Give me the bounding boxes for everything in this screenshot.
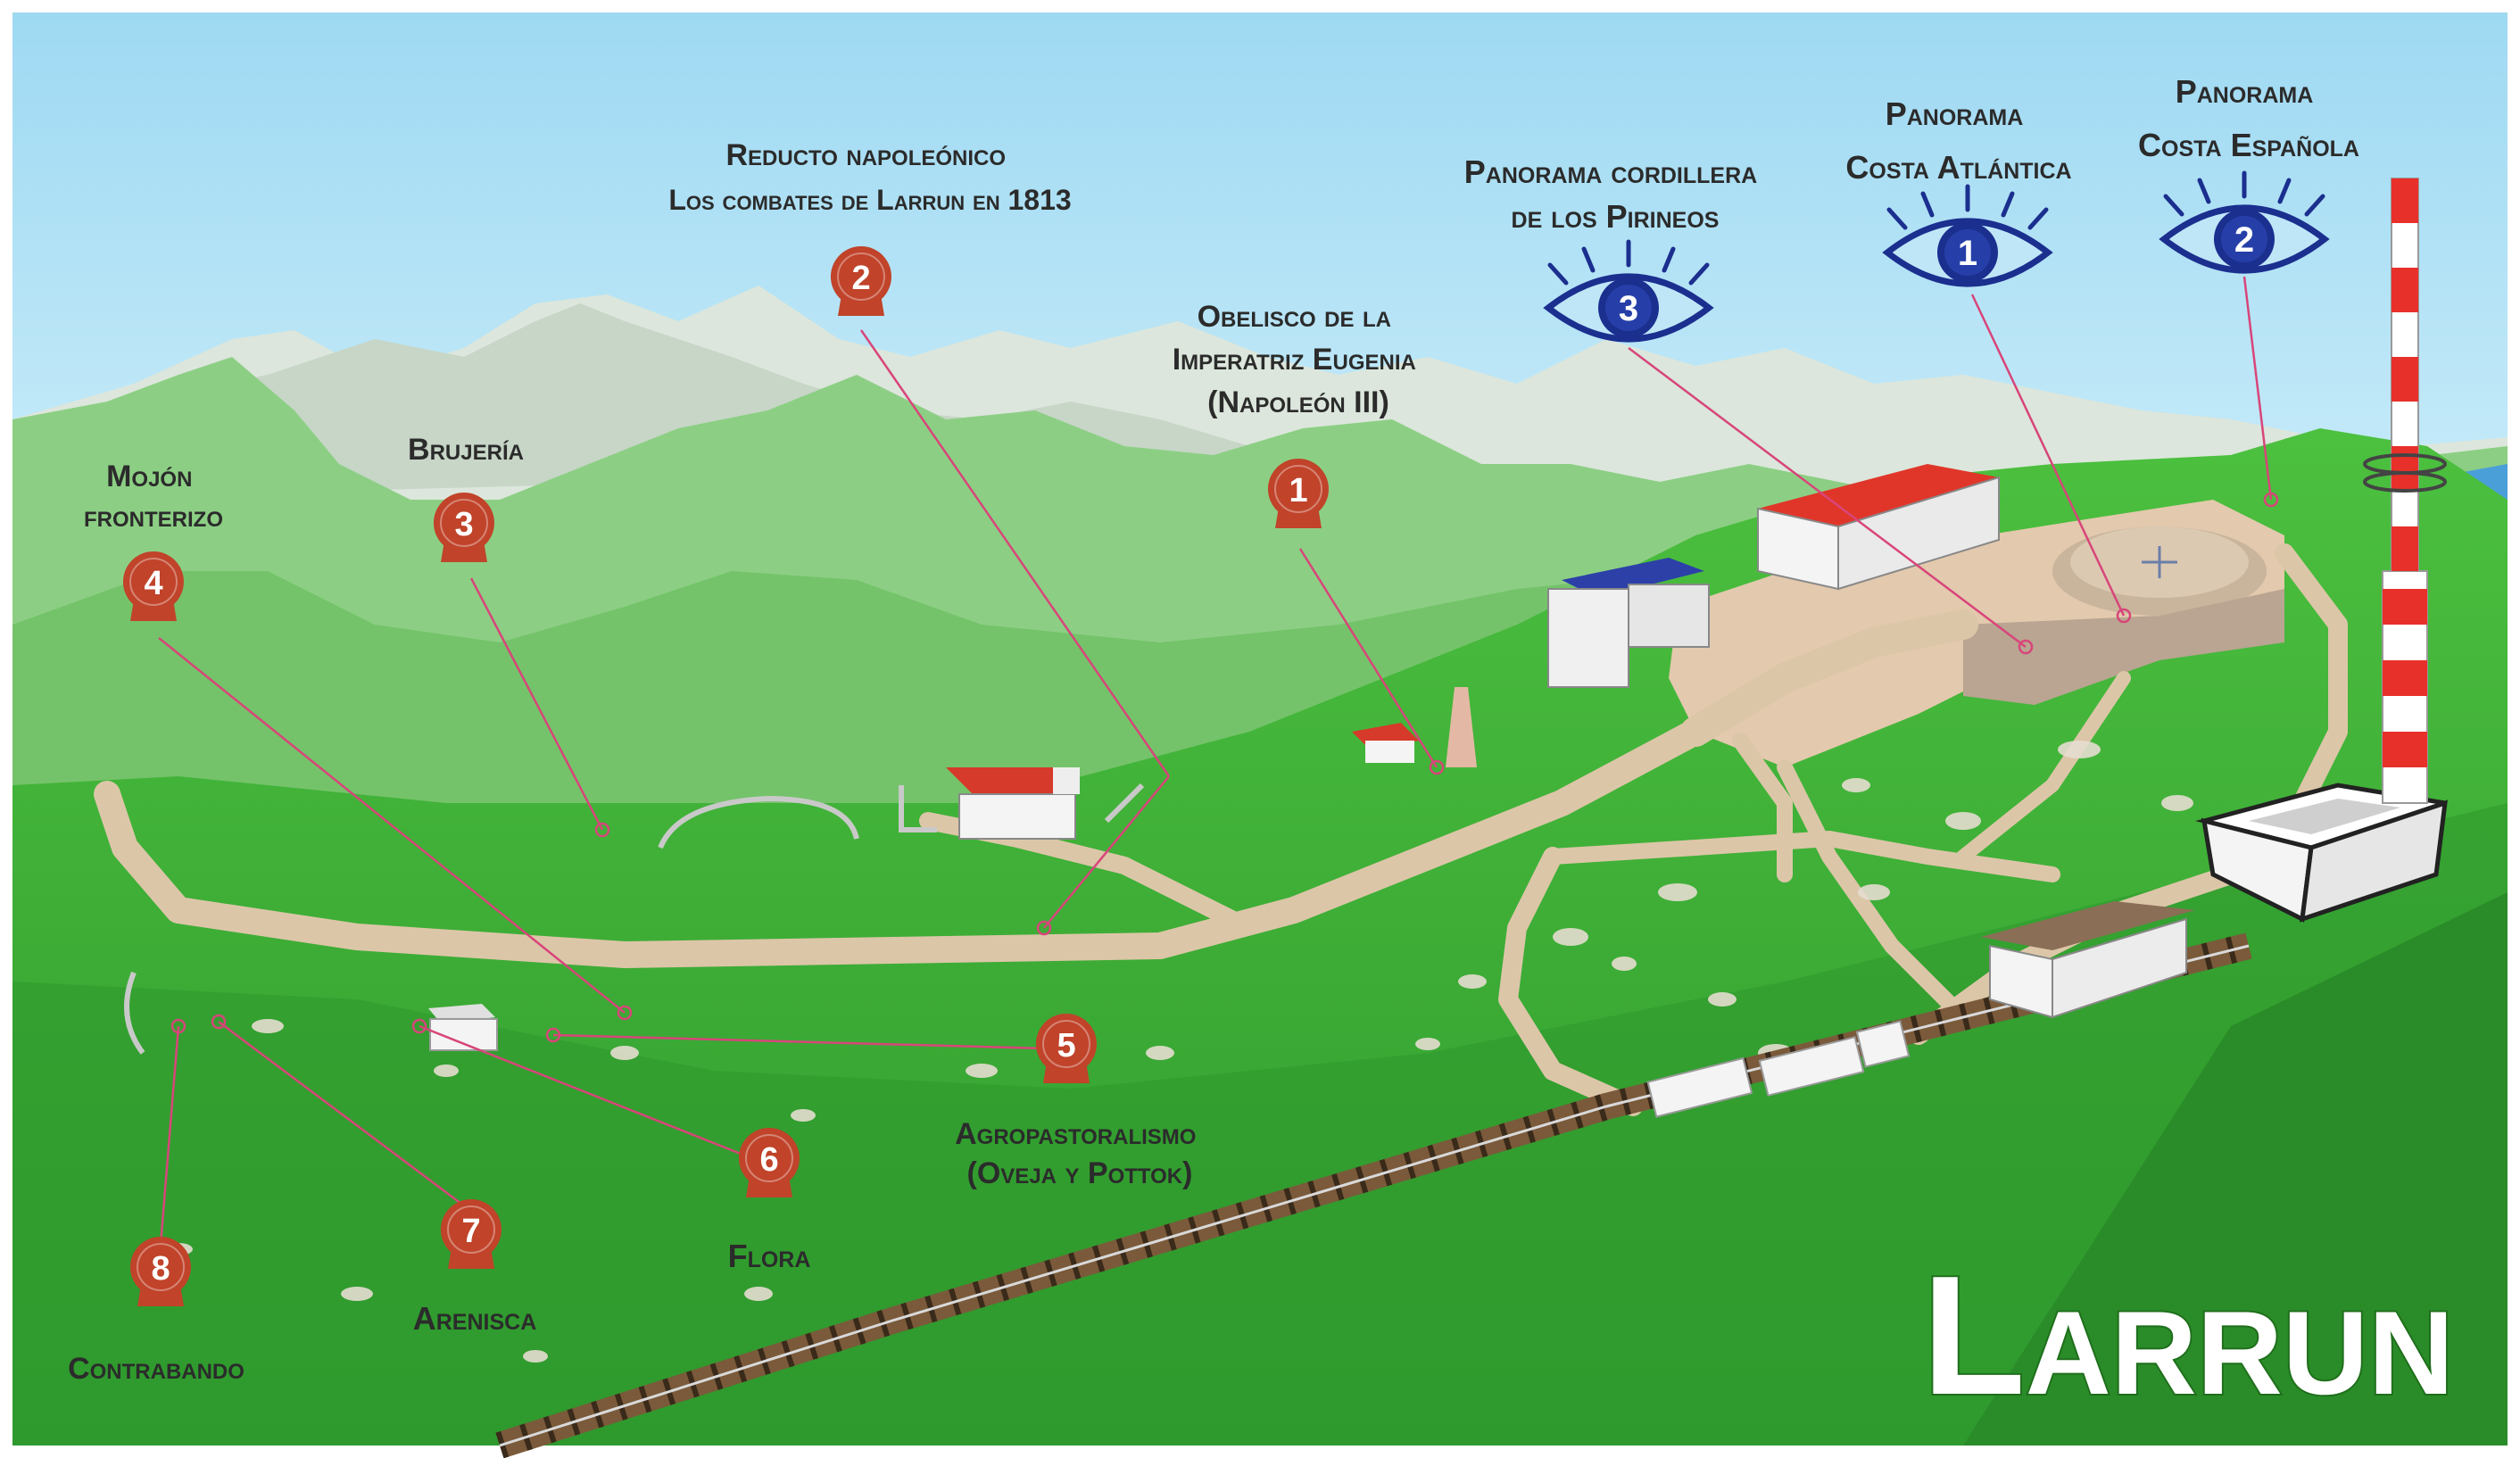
marker-6[interactable]: 6: [737, 1127, 800, 1198]
panorama-1[interactable]: 1: [1887, 186, 2048, 284]
buildings: [428, 464, 2448, 1118]
marker-5-label: Agropastoralismo (Oveja y Pottok): [955, 1117, 1205, 1190]
map-title: Larrun: [1922, 1241, 2454, 1430]
marker-1-number: 1: [1289, 472, 1307, 509]
panorama-3-number: 3: [1619, 289, 1638, 328]
panorama-1-number: 1: [1958, 234, 1977, 273]
panorama-3[interactable]: 3: [1548, 242, 1709, 339]
marker-3[interactable]: 3: [432, 492, 495, 563]
marker-3-label: Brujería: [408, 433, 524, 467]
marker-4-number: 4: [144, 565, 162, 602]
marker-5[interactable]: 5: [1034, 1013, 1098, 1084]
marker-2[interactable]: 2: [829, 245, 892, 317]
panorama-2-number: 2: [2234, 220, 2254, 260]
marker-7-number: 7: [461, 1213, 480, 1250]
transmitter-tower: [2363, 178, 2447, 804]
marker-6-label: Flora: [728, 1238, 811, 1274]
stone-structures: [124, 783, 1145, 1055]
marker-3-number: 3: [454, 506, 473, 543]
marker-8-label: Contrabando: [68, 1352, 245, 1386]
panorama-2[interactable]: 2: [2164, 173, 2325, 270]
marker-4-label: Mojón fronterizo: [84, 460, 223, 534]
panorama-1-label: Panorama Costa Atlántica: [1845, 95, 2071, 186]
marker-1-label: Obelisco de la Imperatriz Eugenia (Napol…: [1173, 300, 1425, 419]
marker-5-number: 5: [1057, 1027, 1075, 1065]
marker-8[interactable]: 8: [128, 1236, 192, 1307]
marker-7[interactable]: 7: [439, 1198, 502, 1270]
panorama-2-label: Panorama Costa Española: [2138, 73, 2359, 163]
panorama-3-label: Panorama cordillera de los Pirineos: [1464, 153, 1766, 235]
marker-2-label: Reducto napoleónico Los combates de Larr…: [668, 138, 1071, 216]
marker-1[interactable]: 1: [1266, 458, 1330, 529]
marker-8-number: 8: [151, 1250, 170, 1288]
marker-2-number: 2: [851, 260, 870, 297]
marker-7-label: Arenisca: [413, 1300, 537, 1337]
leader-lines: [158, 276, 2279, 1246]
marker-4[interactable]: 4: [121, 551, 185, 622]
marker-6-number: 6: [759, 1141, 778, 1179]
